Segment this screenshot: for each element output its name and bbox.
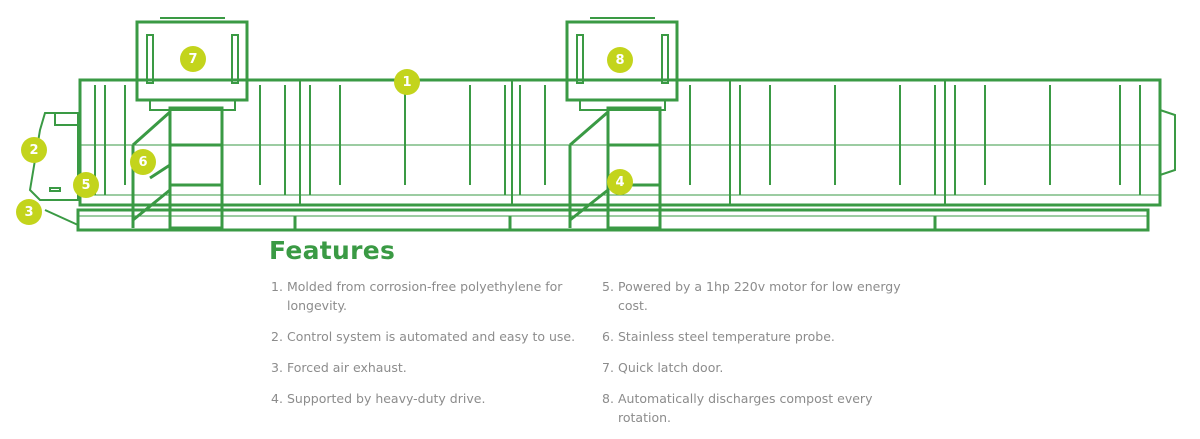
- feature-item: 7. Quick latch door.: [602, 358, 912, 377]
- hatch-8: [565, 17, 679, 111]
- callout-badge-8: 8: [607, 47, 633, 73]
- feature-text: Supported by heavy-duty drive.: [287, 391, 486, 406]
- callout-badge-5: 5: [73, 172, 99, 198]
- stand-front: [131, 106, 224, 230]
- callout-badge-3: 3: [16, 199, 42, 225]
- composter-diagram: [28, 17, 1176, 232]
- callout-badge-4: 4: [607, 169, 633, 195]
- callout-badge-6: 6: [130, 149, 156, 175]
- feature-text: Control system is automated and easy to …: [287, 329, 576, 344]
- feature-number: 8.: [602, 391, 614, 406]
- callout-badge-2: 2: [21, 137, 47, 163]
- features-heading: Features: [269, 236, 396, 265]
- control-unit: [28, 112, 79, 226]
- feature-item: 8. Automatically discharges compost every…: [602, 389, 912, 427]
- feature-number: 3.: [271, 360, 283, 375]
- exhaust-cone: [1159, 109, 1176, 176]
- feature-text: Powered by a 1hp 220v motor for low ener…: [618, 279, 901, 313]
- feature-item: 2. Control system is automated and easy t…: [271, 327, 591, 346]
- feature-number: 1.: [271, 279, 283, 294]
- features-list-left: 1. Molded from corrosion-free polyethylen…: [271, 277, 591, 420]
- feature-text: Quick latch door.: [618, 360, 724, 375]
- feature-item: 4. Supported by heavy-duty drive.: [271, 389, 591, 408]
- feature-item: 1. Molded from corrosion-free polyethylen…: [271, 277, 591, 315]
- feature-text: Automatically discharges compost every r…: [618, 391, 873, 425]
- feature-number: 4.: [271, 391, 283, 406]
- stand-rear: [568, 106, 662, 230]
- feature-number: 7.: [602, 360, 614, 375]
- callout-badge-7: 7: [180, 46, 206, 72]
- feature-number: 2.: [271, 329, 283, 344]
- hatch-7: [135, 17, 249, 111]
- feature-text: Forced air exhaust.: [287, 360, 407, 375]
- feature-text: Molded from corrosion-free polyethylene …: [287, 279, 563, 313]
- feature-item: 5. Powered by a 1hp 220v motor for low en…: [602, 277, 912, 315]
- features-list-right: 5. Powered by a 1hp 220v motor for low en…: [602, 277, 912, 439]
- feature-item: 3. Forced air exhaust.: [271, 358, 591, 377]
- feature-item: 6. Stainless steel temperature probe.: [602, 327, 912, 346]
- feature-number: 6.: [602, 329, 614, 344]
- feature-text: Stainless steel temperature probe.: [618, 329, 835, 344]
- feature-number: 5.: [602, 279, 614, 294]
- callout-badge-1: 1: [394, 69, 420, 95]
- base-rails: [76, 208, 1150, 232]
